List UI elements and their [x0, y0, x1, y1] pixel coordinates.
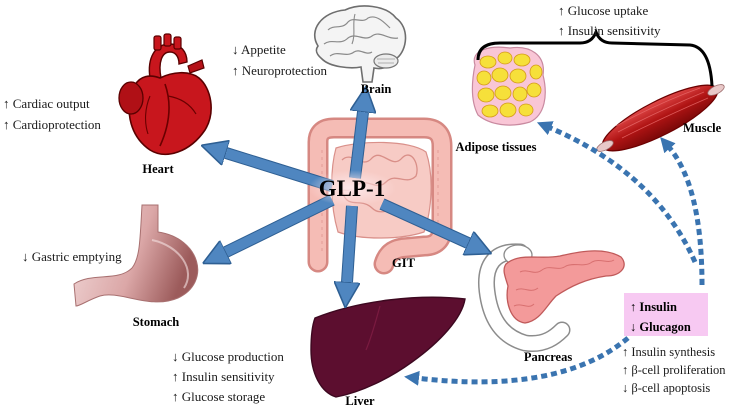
- peripheral-effect-glucose-uptake: ↑ Glucose uptake: [558, 3, 648, 18]
- liver-effect-glucose-storage: ↑ Glucose storage: [172, 389, 265, 404]
- hormone-box: [624, 293, 708, 336]
- pancreas-effect-insulin-synthesis: ↑ Insulin synthesis: [622, 345, 715, 359]
- stomach-effect-gastric-emptying: ↓ Gastric emptying: [22, 249, 122, 264]
- heart-effect-cardiac-output: ↑ Cardiac output: [3, 96, 90, 111]
- brain-icon: [313, 5, 407, 83]
- heart-icon: [118, 33, 212, 155]
- liver-effect-glucose-production: ↓ Glucose production: [172, 349, 284, 364]
- pancreas-icon: [478, 243, 625, 353]
- hormone-glucagon: ↓ Glucagon: [630, 320, 691, 334]
- pancreas-effect-beta-cell-proliferation: ↑ β-cell proliferation: [622, 363, 726, 377]
- brain-effect-neuroprotection: ↑ Neuroprotection: [232, 63, 327, 78]
- hormone-insulin: ↑ Insulin: [630, 300, 677, 314]
- peripheral-effect-insulin-sensitivity: ↑ Insulin sensitivity: [558, 23, 661, 38]
- glp1-glow: [308, 170, 396, 206]
- heart-effect-cardioprotection: ↑ Cardioprotection: [3, 117, 101, 132]
- adipose-label: Adipose tissues: [456, 140, 537, 154]
- grouping-bracket: [476, 27, 714, 87]
- brain-label: Brain: [361, 82, 392, 96]
- hormone-arrows: [404, 121, 705, 386]
- muscle-icon: [596, 84, 725, 152]
- glp1-arrows: [226, 112, 468, 282]
- liver-label: Liver: [345, 394, 375, 408]
- dashed-arrow-to-muscle: [660, 136, 705, 286]
- liver-icon: [310, 296, 466, 398]
- pancreas-label: Pancreas: [524, 350, 573, 364]
- liver-effect-insulin-sensitivity: ↑ Insulin sensitivity: [172, 369, 275, 384]
- brain-effect-appetite: ↓ Appetite: [232, 42, 286, 57]
- dashed-arrow-to-liver: [404, 336, 630, 386]
- stomach-label: Stomach: [133, 315, 180, 329]
- dashed-arrow-to-adipose: [536, 121, 698, 264]
- muscle-label: Muscle: [683, 121, 722, 135]
- glp1-label: GLP-1: [319, 176, 385, 201]
- stomach-icon: [73, 204, 199, 307]
- adipose-tissue-icon: [471, 46, 546, 126]
- git-label: GIT: [392, 256, 416, 270]
- pancreas-effect-beta-cell-apoptosis: ↓ β-cell apoptosis: [622, 381, 710, 395]
- heart-label: Heart: [142, 162, 174, 176]
